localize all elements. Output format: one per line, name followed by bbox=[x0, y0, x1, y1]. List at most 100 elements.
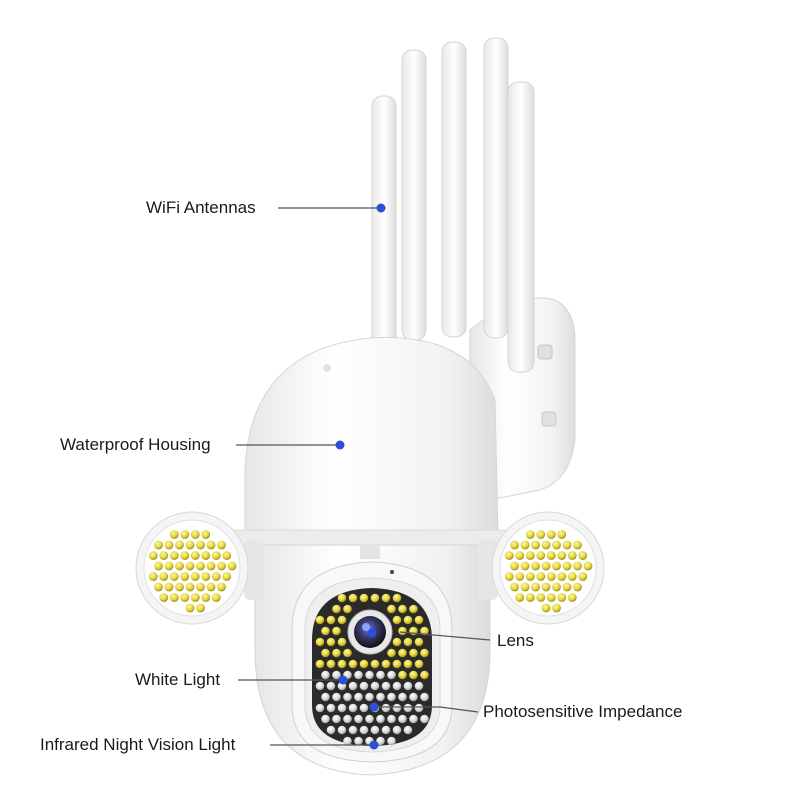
waterproof-housing bbox=[231, 337, 506, 546]
led bbox=[557, 551, 567, 560]
callout-dot-wifi bbox=[376, 203, 386, 213]
led bbox=[337, 615, 347, 625]
led bbox=[217, 561, 226, 571]
label-lens: Lens bbox=[497, 631, 534, 650]
led bbox=[392, 593, 402, 603]
led bbox=[326, 659, 336, 669]
led bbox=[398, 648, 407, 658]
led bbox=[403, 659, 413, 669]
led bbox=[169, 530, 179, 539]
led bbox=[206, 540, 216, 550]
led bbox=[196, 561, 205, 571]
led bbox=[520, 582, 530, 592]
left-light-panel bbox=[135, 511, 264, 625]
callout-dot-infrared bbox=[369, 740, 379, 750]
led bbox=[376, 692, 385, 702]
led bbox=[414, 659, 424, 669]
led bbox=[381, 593, 391, 603]
led bbox=[354, 736, 363, 746]
label-wifi-antennas: WiFi Antennas bbox=[146, 198, 256, 217]
led bbox=[531, 582, 540, 592]
led bbox=[348, 659, 358, 669]
led bbox=[387, 648, 396, 658]
led bbox=[148, 551, 158, 560]
led bbox=[164, 540, 174, 550]
led bbox=[525, 593, 535, 602]
led bbox=[525, 572, 535, 581]
led bbox=[370, 725, 380, 735]
led bbox=[359, 703, 369, 713]
label-waterproof-housing: Waterproof Housing bbox=[60, 435, 211, 454]
led bbox=[196, 603, 205, 613]
led bbox=[392, 681, 402, 691]
led bbox=[201, 551, 211, 560]
led bbox=[567, 551, 577, 560]
led bbox=[354, 692, 363, 702]
led bbox=[409, 604, 418, 614]
led bbox=[398, 670, 407, 680]
led bbox=[190, 593, 200, 602]
led bbox=[337, 593, 347, 603]
led bbox=[332, 604, 341, 614]
led bbox=[196, 540, 205, 550]
led bbox=[403, 615, 413, 625]
led bbox=[557, 530, 567, 539]
led bbox=[365, 692, 374, 702]
led bbox=[552, 603, 561, 613]
led bbox=[409, 648, 418, 658]
led bbox=[148, 572, 158, 581]
led bbox=[552, 540, 561, 550]
led bbox=[222, 572, 232, 581]
led bbox=[365, 670, 374, 680]
led bbox=[185, 561, 195, 571]
led bbox=[541, 540, 551, 550]
led bbox=[326, 615, 336, 625]
callout-dot-lens bbox=[367, 628, 377, 638]
led bbox=[326, 725, 336, 735]
led bbox=[525, 530, 535, 539]
led bbox=[398, 604, 407, 614]
led bbox=[531, 561, 540, 571]
led bbox=[201, 530, 211, 539]
label-white-light: White Light bbox=[135, 670, 221, 689]
led bbox=[154, 540, 163, 550]
led bbox=[510, 561, 519, 571]
led bbox=[520, 561, 530, 571]
led bbox=[573, 582, 582, 592]
led bbox=[169, 551, 179, 560]
led bbox=[562, 540, 572, 550]
led bbox=[159, 572, 169, 581]
led bbox=[381, 659, 391, 669]
led bbox=[420, 714, 429, 724]
led bbox=[348, 703, 358, 713]
callout-dots bbox=[335, 203, 386, 750]
led bbox=[546, 593, 556, 602]
led bbox=[211, 593, 221, 602]
led bbox=[504, 572, 514, 581]
led bbox=[409, 670, 418, 680]
led bbox=[420, 692, 429, 702]
led bbox=[332, 648, 341, 658]
led bbox=[392, 703, 402, 713]
led bbox=[211, 551, 221, 560]
label-photosensitive-impedance: Photosensitive Impedance bbox=[483, 702, 683, 721]
led bbox=[154, 561, 163, 571]
led bbox=[222, 551, 232, 560]
led bbox=[583, 561, 593, 571]
led bbox=[520, 540, 530, 550]
led bbox=[376, 736, 385, 746]
led bbox=[409, 692, 418, 702]
led bbox=[536, 530, 546, 539]
led bbox=[403, 681, 413, 691]
led bbox=[387, 604, 396, 614]
led bbox=[567, 593, 577, 602]
led bbox=[541, 582, 551, 592]
callout-line-lens bbox=[399, 631, 491, 641]
led bbox=[510, 582, 519, 592]
led bbox=[578, 572, 588, 581]
led bbox=[337, 659, 347, 669]
led bbox=[398, 714, 407, 724]
led bbox=[326, 703, 336, 713]
led bbox=[376, 670, 385, 680]
